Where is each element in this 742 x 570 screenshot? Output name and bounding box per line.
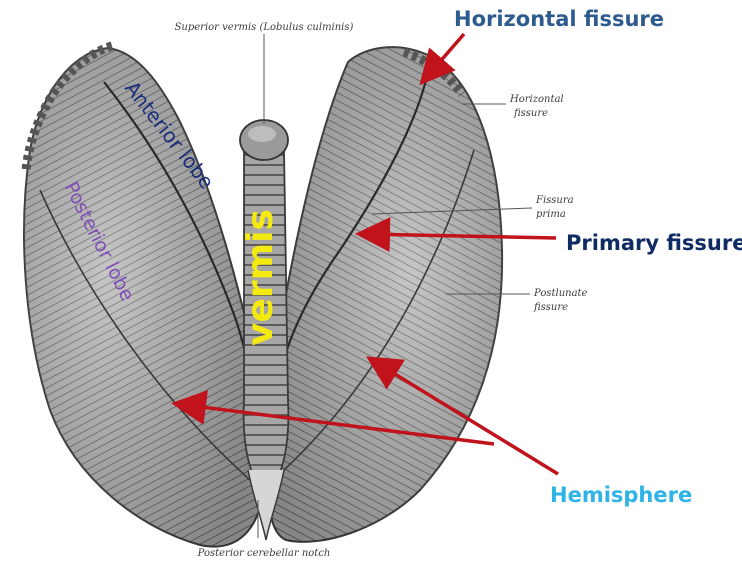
horizontal-fissure-label: Horizontal fissure — [454, 7, 664, 31]
horizontal-fissure-caption-1: Horizontal — [509, 94, 564, 105]
vermis-label: vermis — [240, 209, 281, 346]
postlunate-caption-1: Postlunate — [533, 288, 588, 299]
postlunate-caption-2: fissure — [533, 302, 568, 313]
fissura-prima-caption-1: Fissura — [535, 195, 574, 206]
primary-fissure-label: Primary fissure — [566, 231, 742, 255]
superior-vermis-caption: Superior vermis (Lobulus culminis) — [175, 22, 354, 33]
posterior-notch-caption: Posterior cerebellar notch — [197, 548, 331, 559]
horizontal-fissure-caption-2: fissure — [513, 108, 548, 119]
fissura-prima-caption-2: prima — [536, 209, 566, 220]
hemisphere-label: Hemisphere — [550, 483, 692, 507]
